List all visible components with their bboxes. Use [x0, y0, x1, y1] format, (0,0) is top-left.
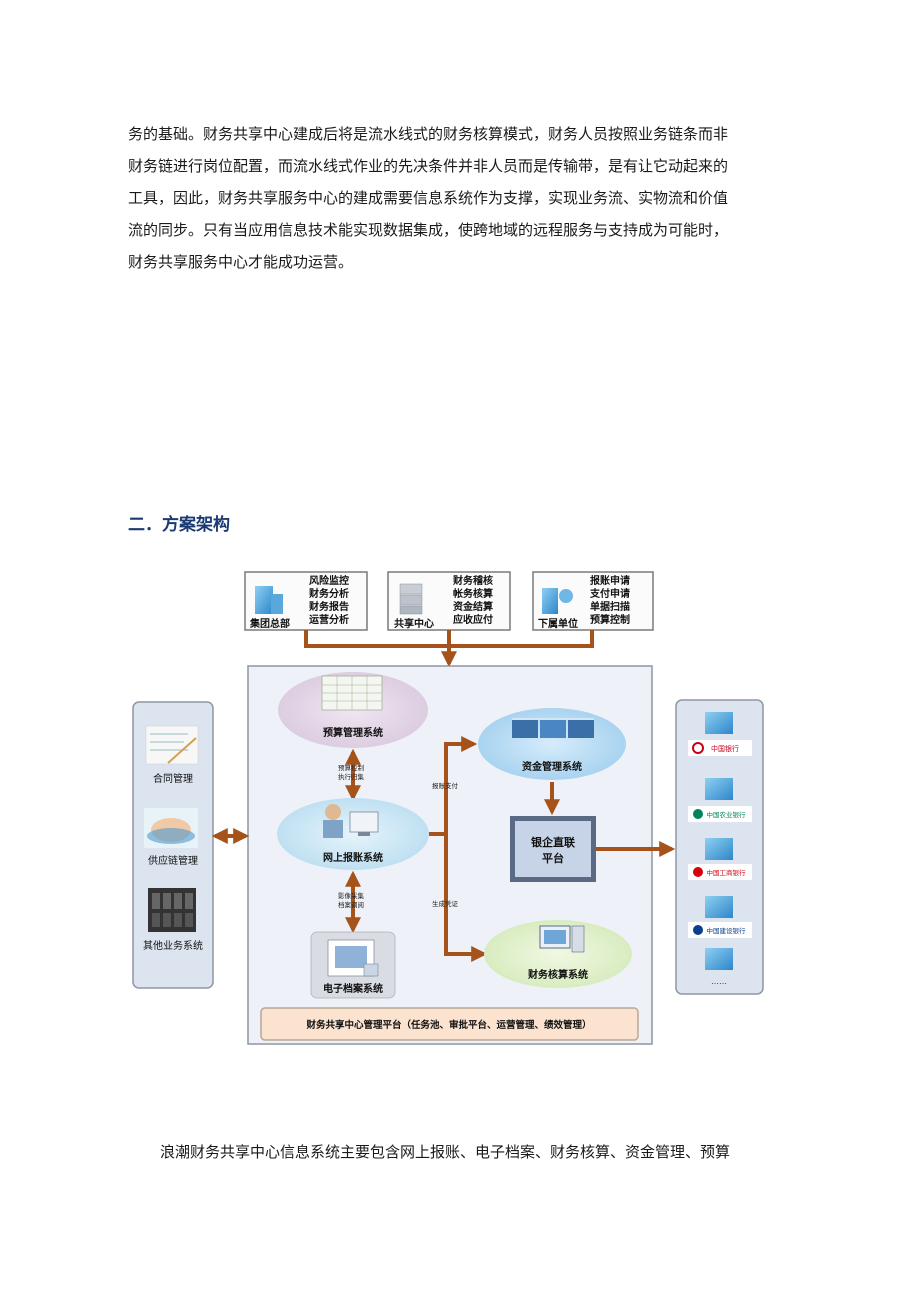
bank-name: 中国工商银行: [707, 868, 747, 877]
bank-building-icon: [705, 948, 733, 970]
system-label: 电子档案系统: [323, 982, 383, 995]
server-rack-icon: [148, 888, 196, 932]
top-box-item: 资金结算: [453, 600, 493, 613]
top-box-item: 财务分析: [308, 587, 349, 600]
architecture-diagram: 集团总部 风险监控 财务分析 财务报告 运营分析 共享中心 财务稽核 帐务核算 …: [132, 571, 764, 1045]
arrow-label: 档案调阅: [338, 900, 364, 909]
spreadsheet-icon: [321, 675, 383, 711]
arrow-label: 预算控制: [338, 763, 365, 772]
left-panel: 合同管理 供应链管理 其他业务系统: [132, 701, 214, 989]
archive-system: 电子档案系统: [310, 931, 396, 999]
bank-logo: 中国银行: [688, 740, 752, 756]
accounting-system: 财务核算系统: [484, 920, 632, 988]
top-box-item: 财务稽核: [452, 574, 493, 587]
system-label: 财务核算系统: [527, 968, 588, 981]
trading-screen-icon: [512, 718, 594, 738]
bank-building-icon: [705, 896, 733, 918]
section-heading: 二．方案架构: [128, 515, 230, 535]
arrow-label: 报账支付: [432, 781, 459, 790]
bank-building-icon: [705, 712, 733, 734]
top-box-item: 报账申请: [590, 574, 630, 587]
building-icon: [255, 586, 283, 614]
reimburse-system: 网上报账系统: [277, 798, 429, 870]
intro-paragraph: 务的基础。财务共享中心建成后将是流水线式的财务核算模式，财务人员按照业务链条而非…: [128, 118, 778, 278]
paragraph-line: 务的基础。财务共享中心建成后将是流水线式的财务核算模式，财务人员按照业务链条而非: [128, 125, 729, 143]
bank-more: ……: [711, 977, 727, 986]
top-box-item: 财务报告: [308, 600, 349, 613]
platform-label: 银企直联: [531, 835, 575, 849]
arrow-label: 影像采集: [338, 891, 365, 900]
top-box-item: 预算控制: [590, 613, 630, 626]
document-icon: [327, 939, 379, 977]
bank-logo: 中国工商银行: [688, 864, 752, 880]
top-box-item: 运营分析: [309, 613, 349, 626]
system-label: 网上报账系统: [323, 851, 383, 864]
bank-logo: 中国建设银行: [688, 922, 752, 938]
management-platform-bar: 财务共享中心管理平台（任务池、审批平台、运营管理、绩效管理）: [260, 1007, 639, 1041]
top-box-group-units: 下属单位 报账申请 支付申请 单据扫描 预算控制: [532, 571, 654, 631]
bank-building-icon: [705, 838, 733, 860]
top-connector: [304, 630, 594, 668]
bank-name: 中国银行: [711, 744, 739, 753]
description-paragraph: 浪潮财务共享中心信息系统主要包含网上报账、电子档案、财务核算、资金管理、预算: [160, 1136, 780, 1168]
desktop-computer-icon: [539, 925, 585, 953]
paragraph-line: 财务共享服务中心才能成功运营。: [128, 253, 354, 271]
top-box-item: 风险监控: [309, 574, 349, 587]
top-box-item: 帐务核算: [453, 587, 493, 600]
top-box-title: 共享中心: [394, 617, 434, 630]
paragraph-line: 浪潮财务共享中心信息系统主要包含网上报账、电子档案、财务核算、资金管理、预算: [160, 1143, 731, 1161]
platform-label: 平台: [542, 851, 564, 865]
arrow-label: 执行归集: [338, 772, 365, 781]
bottom-bar-label: 财务共享中心管理平台（任务池、审批平台、运营管理、绩效管理）: [305, 1019, 591, 1031]
paragraph-line: 流的同步。只有当应用信息技术能实现数据集成，使跨地域的远程服务与支持成为可能时，: [128, 221, 729, 239]
branch-arrows: [429, 736, 488, 962]
bank-panel: 中国银行 中国农业银行 中国工商银行 中国建设银行 ……: [675, 699, 764, 995]
system-label: 预算管理系统: [323, 726, 383, 739]
fund-system: 资金管理系统: [478, 708, 626, 780]
person-computer-icon: [323, 804, 379, 838]
left-panel-item: 其他业务系统: [143, 939, 203, 952]
top-box-item: 支付申请: [589, 587, 630, 600]
bank-link-platform: 银企直联 平台: [510, 816, 596, 882]
top-box-group-center: 共享中心 财务稽核 帐务核算 资金结算 应收应付: [387, 571, 511, 631]
top-box-title: 集团总部: [249, 617, 290, 630]
top-box-title: 下属单位: [538, 617, 578, 630]
bank-name: 中国农业银行: [707, 810, 747, 819]
handshake-icon: [144, 808, 198, 848]
budget-system: 预算管理系统: [278, 672, 428, 748]
left-panel-item: 合同管理: [153, 772, 193, 785]
paragraph-line: 工具，因此，财务共享服务中心的建成需要信息系统作为支撑，实现业务流、实物流和价值: [128, 189, 729, 207]
top-box-group-hq: 集团总部 风险监控 财务分析 财务报告 运营分析: [244, 571, 368, 631]
system-label: 资金管理系统: [522, 760, 582, 773]
paragraph-line: 财务链进行岗位配置，而流水线式作业的先决条件并非人员而是传输带，是有让它动起来的: [128, 157, 729, 175]
bank-logo: 中国农业银行: [688, 806, 752, 822]
left-panel-item: 供应链管理: [148, 854, 198, 867]
server-icon: [399, 583, 423, 615]
contract-icon: [145, 725, 199, 765]
bank-building-icon: [705, 778, 733, 800]
top-box-item: 应收应付: [453, 613, 493, 626]
bank-name: 中国建设银行: [707, 926, 747, 935]
office-icon: [542, 588, 573, 614]
top-box-item: 单据扫描: [590, 600, 630, 613]
arrow-label: 生成凭证: [432, 899, 459, 908]
